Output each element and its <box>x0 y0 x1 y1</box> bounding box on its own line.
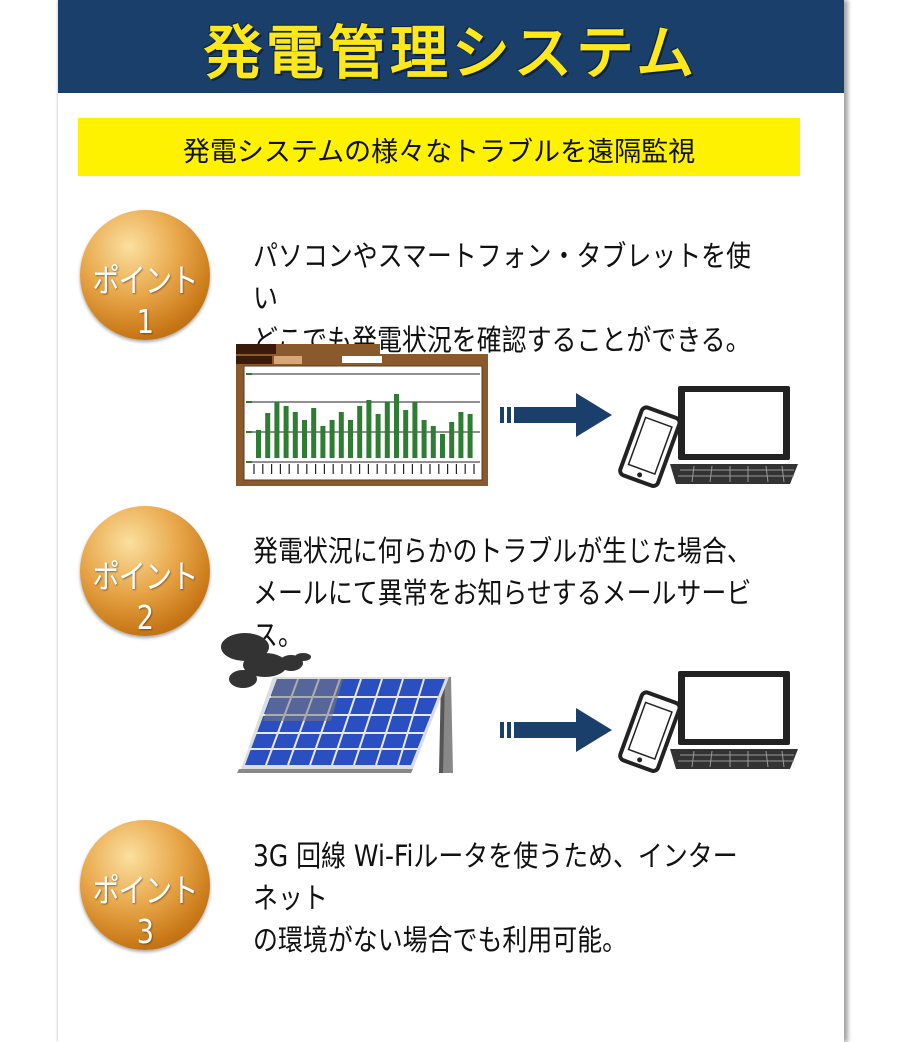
point-3-line-1: 3G 回線 Wi-Fiルータを使うため、インターネット <box>253 839 738 915</box>
solar-panel-icon <box>213 625 503 779</box>
bar-chart-monitor-icon <box>234 340 490 490</box>
point-3-line-2: の環境がない場合でも利用可能。 <box>253 923 628 957</box>
laptop-icon-2 <box>670 671 798 769</box>
smoke-icon <box>221 633 311 688</box>
decor-bar <box>274 402 280 458</box>
decor-bar <box>329 420 335 458</box>
decor-bar <box>375 414 381 458</box>
decor-bar <box>320 426 326 458</box>
decor-bar <box>348 420 353 458</box>
point-3-description: 3G 回線 Wi-Fiルータを使うため、インターネット の環境がない場合でも利用… <box>253 835 761 961</box>
decor-bar <box>467 414 473 458</box>
point-1-line-1: パソコンやスマートフォン・タブレットを使い <box>253 239 752 315</box>
decor-bar <box>302 420 307 458</box>
point-2-badge: ポイント2 <box>80 506 210 637</box>
decor-bar <box>265 413 271 458</box>
devices-group-1 <box>618 380 798 494</box>
point-2-line-1: 発電状況に何らかのトラブルが生じた場合、 <box>253 534 752 568</box>
decor-bar <box>292 412 298 458</box>
point-2-badge-label: ポイント2 <box>92 557 199 637</box>
decor-bar <box>440 434 445 458</box>
arrow-right-icon-2 <box>500 700 616 764</box>
point-1-badge: ポイント1 <box>80 210 210 341</box>
laptop-icon <box>670 386 798 484</box>
decor-bar <box>403 410 409 458</box>
decor-bar <box>430 426 436 458</box>
subtitle-bar: 発電システムの様々なトラブルを遠隔監視 <box>78 118 800 176</box>
decor-bar <box>458 412 464 458</box>
point-2-description: 発電状況に何らかのトラブルが生じた場合、 メールにて異常をお知らせするメールサー… <box>253 530 761 656</box>
smartphone-icon-2 <box>618 690 682 773</box>
devices-group-2 <box>618 665 798 779</box>
decor-bar <box>449 422 455 458</box>
point-3-badge: ポイント3 <box>80 820 210 951</box>
subtitle-text: 発電システムの様々なトラブルを遠隔監視 <box>182 137 696 168</box>
arrow-right-icon <box>500 385 616 449</box>
decor-bar <box>412 402 418 458</box>
decor-bar <box>283 406 289 458</box>
page-title: 発電管理システム <box>203 19 699 87</box>
decor-bar <box>394 394 399 458</box>
point-1-description: パソコンやスマートフォン・タブレットを使い どこでも発電状況を確認することができ… <box>253 235 761 361</box>
header-banner: 発電管理システム <box>58 0 844 93</box>
decor-bar <box>338 412 344 458</box>
smartphone-icon <box>618 405 682 488</box>
point-1-badge-label: ポイント1 <box>92 261 199 341</box>
decor-bar <box>366 400 372 458</box>
decor-bar <box>384 402 390 458</box>
decor-bar <box>421 420 427 458</box>
point-3-badge-label: ポイント3 <box>92 871 199 951</box>
page-panel: 発電管理システム 発電システムの様々なトラブルを遠隔監視 ポイント1 パソコンや… <box>58 0 844 1042</box>
point-2-line-2: メールにて異常をお知らせするメールサービス。 <box>253 576 752 652</box>
decor-bar <box>311 408 317 458</box>
decor-bar <box>256 430 261 458</box>
decor-bar <box>357 406 363 458</box>
